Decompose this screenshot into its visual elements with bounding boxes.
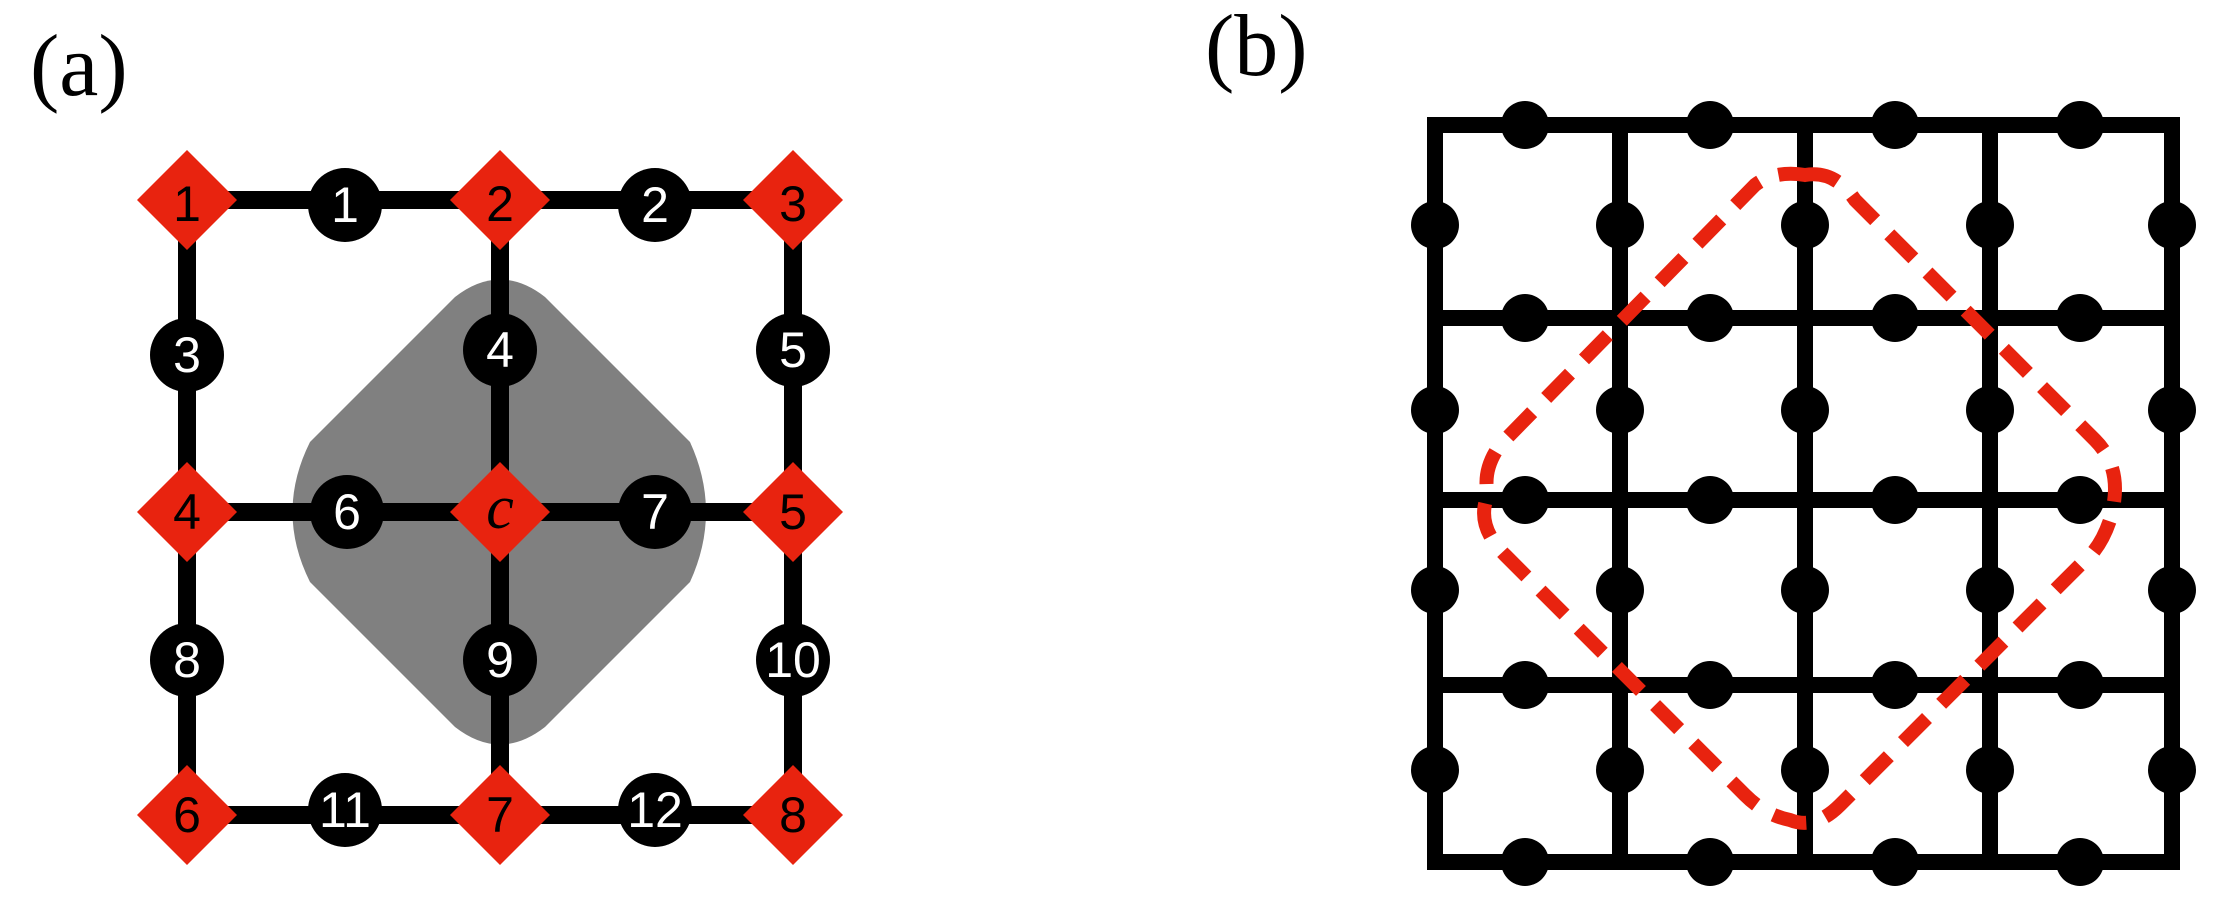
panel-a-label: (a) [30,18,128,115]
qubit-label: 9 [486,632,514,688]
panel-a: 1 2 3 4 5 6 7 8 9 10 11 12 1 2 3 4 c 5 6… [137,150,843,865]
panel-b-label: (b) [1205,0,1308,95]
qubit-2: 2 [618,168,692,242]
vertex-diamond [137,150,237,250]
vertex-label: 2 [486,176,514,232]
qubit-1: 1 [308,168,382,242]
qubit-label: 11 [319,782,371,838]
qubit-label: 4 [486,322,514,378]
vertex-7: 7 [450,765,550,865]
dashed-loop [1477,166,2122,830]
qubit-label: 3 [173,327,201,383]
qubit-dot [618,168,692,242]
vertex-5: 5 [743,462,843,562]
qubit-dot [150,623,224,697]
qubit-4: 4 [463,313,537,387]
qubit-12: 12 [618,773,692,847]
qubit-7: 7 [618,475,692,549]
center-vertex-label: c [486,474,514,542]
vertex-label: 8 [779,787,807,843]
qubit-label: 12 [627,782,683,838]
qubit-3: 3 [150,318,224,392]
vertex-diamond [137,765,237,865]
qubit-dot [463,313,537,387]
vertex-diamond [450,765,550,865]
qubit-8: 8 [150,623,224,697]
qubit-label: 1 [331,177,359,233]
qubit-dot [310,475,384,549]
qubits-vertical-b [1411,201,2196,794]
vertex-diamond [743,462,843,562]
vertex-diamond [450,150,550,250]
vertex-diamond [137,462,237,562]
qubit-dot [308,773,382,847]
qubits-horizontal-b [1501,101,2104,886]
vertex-diamond [743,765,843,865]
vertex-4: 4 [137,462,237,562]
qubit-label: 10 [765,632,821,688]
qubit-dot [756,313,830,387]
qubit-10: 10 [756,623,830,697]
qubit-label: 6 [333,484,361,540]
vertex-label: 7 [486,787,514,843]
vertex-label: 3 [779,176,807,232]
vertex-6: 6 [137,765,237,865]
vertex-label: 1 [173,176,201,232]
qubit-dot [756,623,830,697]
vertex-center: c [450,462,550,562]
vertex-8: 8 [743,765,843,865]
qubit-dot [150,318,224,392]
qubit-label: 2 [641,177,669,233]
qubit-dot [308,168,382,242]
qubit-11: 11 [308,773,382,847]
qubit-label: 8 [173,632,201,688]
qubit-label: 5 [779,322,807,378]
vertex-diamond [743,150,843,250]
qubit-5: 5 [756,313,830,387]
qubit-dot [463,623,537,697]
qubit-9: 9 [463,623,537,697]
vertex-label: 6 [173,787,201,843]
vertex-diamond [450,462,550,562]
qubit-label: 7 [641,484,669,540]
vertex-3: 3 [743,150,843,250]
vertex-1: 1 [137,150,237,250]
vertex-label: 5 [779,484,807,540]
panel-b [1411,101,2196,886]
vertex-2: 2 [450,150,550,250]
qubit-6: 6 [310,475,384,549]
qubit-dot [618,475,692,549]
vertex-label: 4 [173,484,201,540]
qubit-dot [618,773,692,847]
